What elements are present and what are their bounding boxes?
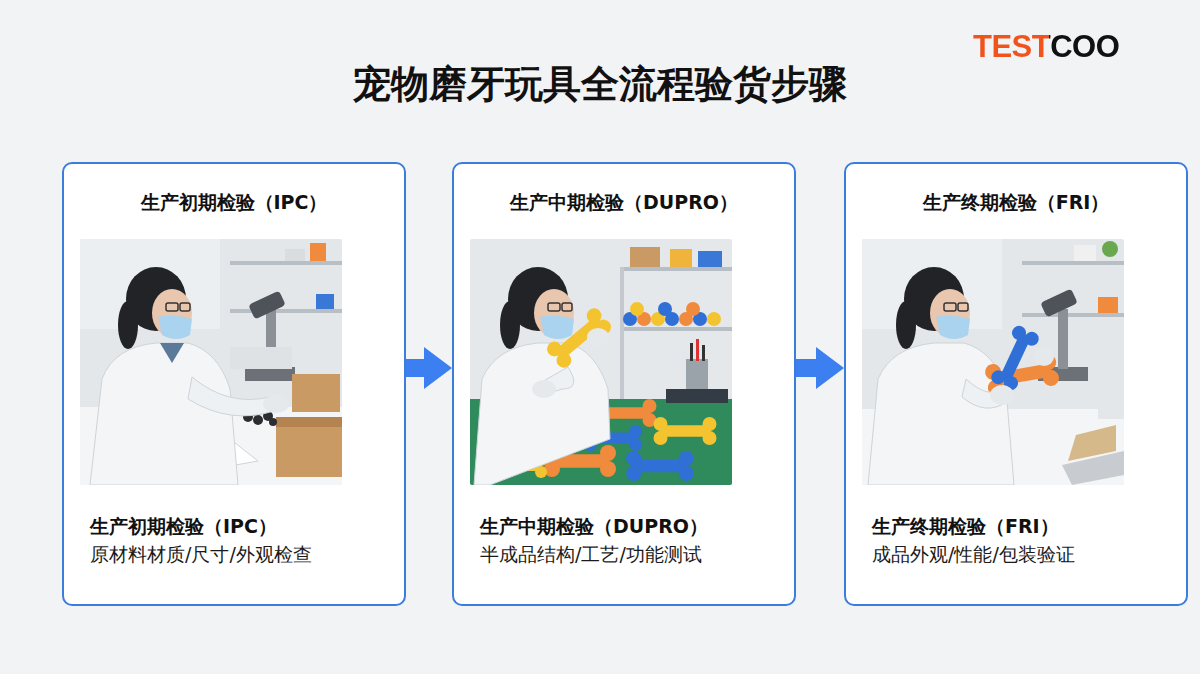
inspection-photo bbox=[1022, 313, 1124, 317]
inspection-photo bbox=[620, 267, 624, 417]
inspector bbox=[562, 303, 572, 311]
inspection-photo bbox=[1022, 261, 1124, 265]
card-heading: 生产中期检验（DUPRO） bbox=[454, 189, 794, 215]
microscope bbox=[1040, 289, 1078, 318]
inspector bbox=[474, 343, 610, 485]
inspection-photo bbox=[666, 389, 728, 403]
inspector bbox=[989, 324, 1041, 393]
inspection-photo bbox=[698, 251, 722, 267]
boxes bbox=[276, 374, 342, 477]
inspector bbox=[158, 315, 192, 339]
diagram-title: 宠物磨牙玩具全流程验货步骤 bbox=[0, 60, 1200, 108]
step-heading: 生产终期检验（FRI） bbox=[872, 513, 1059, 539]
inspection-photo bbox=[670, 249, 692, 267]
laptop bbox=[1062, 425, 1124, 485]
boxes bbox=[276, 417, 342, 427]
card-heading: 生产初期检验（IPC） bbox=[64, 189, 404, 215]
inspector bbox=[166, 303, 178, 311]
inspection-photo bbox=[620, 267, 732, 271]
black-parts bbox=[253, 415, 263, 425]
balls bbox=[658, 302, 672, 316]
microscope bbox=[1058, 309, 1068, 369]
inspection-photo bbox=[230, 261, 342, 265]
inspector bbox=[936, 315, 970, 339]
balls bbox=[630, 302, 644, 316]
inspection-photo bbox=[470, 239, 732, 485]
pen-cup bbox=[686, 359, 708, 391]
inspector bbox=[160, 343, 184, 363]
inspector bbox=[188, 377, 274, 416]
inspector bbox=[90, 343, 238, 485]
step-description: 成品外观/性能/包装验证 bbox=[872, 541, 1075, 567]
microscope bbox=[230, 347, 292, 369]
step-card: 生产中期检验（DUPRO）生产中期检验（DUPRO）半成品结构/工艺/功能测试 bbox=[452, 162, 796, 606]
inspector bbox=[263, 395, 289, 413]
card-heading: 生产终期检验（FRI） bbox=[846, 189, 1186, 215]
inspection-photo bbox=[1102, 241, 1118, 257]
step-heading: 生产中期检验（DUPRO） bbox=[480, 513, 708, 539]
inspection-photo bbox=[80, 239, 342, 485]
brand-logo: TESTCOO bbox=[973, 29, 1119, 65]
pen-cup bbox=[686, 339, 708, 391]
balls bbox=[686, 302, 700, 316]
pen-cup bbox=[690, 343, 693, 361]
inspection-photo bbox=[630, 247, 660, 267]
inspection-photo bbox=[230, 309, 342, 313]
inspector bbox=[532, 380, 556, 398]
inspection-photo bbox=[285, 249, 305, 261]
balls bbox=[623, 302, 721, 326]
inspection-photo bbox=[80, 239, 342, 485]
inspector bbox=[1034, 348, 1054, 366]
inspector bbox=[90, 267, 289, 485]
inspector bbox=[587, 328, 609, 346]
step-heading: 生产初期检验（IPC） bbox=[90, 513, 277, 539]
microscope bbox=[245, 367, 295, 381]
bone-toys bbox=[626, 451, 694, 481]
boxes bbox=[292, 374, 340, 412]
inspection-photo bbox=[310, 243, 326, 261]
flow-arrow bbox=[796, 347, 844, 389]
boxes bbox=[276, 417, 342, 477]
inspection-photo bbox=[470, 239, 732, 485]
inspection-photo bbox=[1074, 245, 1096, 261]
inspection-photo bbox=[316, 294, 334, 309]
step-card: 生产初期检验（IPC）生产初期检验（IPC）原材料材质/尺寸/外观检查 bbox=[62, 162, 406, 606]
inspector bbox=[548, 303, 560, 311]
step-card: 生产终期检验（FRI）生产终期检验（FRI）成品外观/性能/包装验证 bbox=[844, 162, 1188, 606]
inspector bbox=[868, 267, 1060, 485]
inspector bbox=[990, 385, 1014, 405]
inspector bbox=[944, 303, 956, 311]
flow-arrow bbox=[406, 347, 452, 389]
inspector bbox=[474, 267, 614, 485]
inspection-photo bbox=[862, 239, 1124, 485]
inspector bbox=[180, 303, 190, 311]
inspection-photo bbox=[1098, 399, 1124, 419]
pen-cup bbox=[702, 345, 705, 361]
inspection-photo bbox=[620, 327, 732, 331]
step-description: 原材料材质/尺寸/外观检查 bbox=[90, 541, 312, 567]
inspector bbox=[540, 315, 574, 339]
balls bbox=[707, 312, 721, 326]
inspection-photo bbox=[1098, 297, 1118, 313]
inspection-photo bbox=[862, 239, 1124, 485]
pen-cup bbox=[696, 339, 699, 361]
black-parts bbox=[269, 418, 277, 426]
bone-toys bbox=[654, 417, 717, 445]
microscope bbox=[230, 291, 295, 381]
step-description: 半成品结构/工艺/功能测试 bbox=[480, 541, 702, 567]
microscope bbox=[248, 291, 286, 320]
laptop bbox=[1068, 425, 1116, 461]
inspector bbox=[958, 303, 968, 311]
